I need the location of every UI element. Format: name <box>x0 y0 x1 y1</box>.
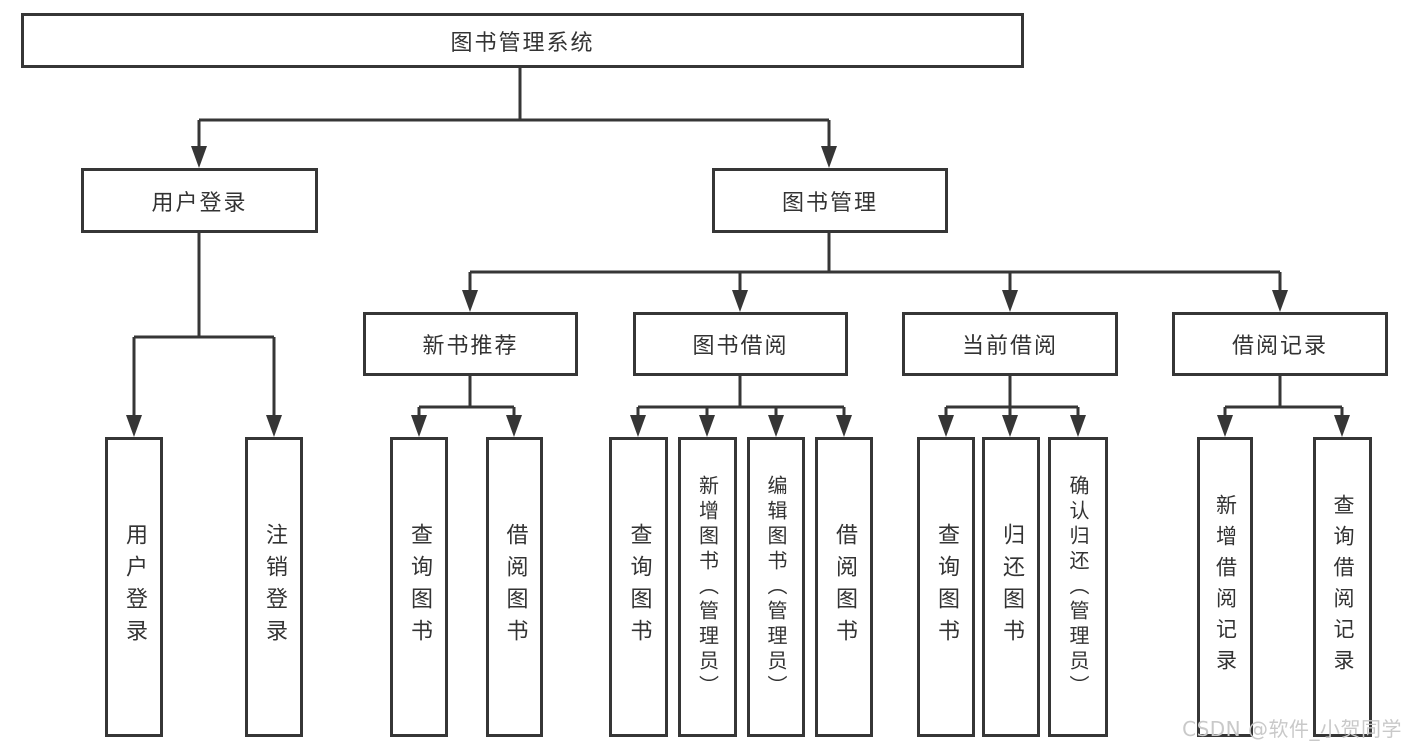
leaf-user-login-label: 用户登录 <box>122 523 147 651</box>
node-user-login: 用户登录 <box>81 168 318 233</box>
leaf-query-books-borrowing: 查询图书 <box>609 437 668 737</box>
node-book-management-label: 图书管理 <box>781 190 878 216</box>
leaf-query-books-recommend: 查询图书 <box>390 437 448 737</box>
leaf-logout: 注销登录 <box>245 437 303 737</box>
leaf-add-books-admin-label: 新增图书（管理员） <box>695 474 720 700</box>
csdn-watermark: CSDN @软件_小贺同学 <box>1182 717 1402 741</box>
leaf-add-books-admin: 新增图书（管理员） <box>678 437 737 737</box>
node-book-management: 图书管理 <box>712 168 948 233</box>
node-new-book-recommend: 新书推荐 <box>363 312 578 376</box>
leaf-edit-books-admin: 编辑图书（管理员） <box>747 437 805 737</box>
node-borrowing-records-label: 借阅记录 <box>1231 334 1328 359</box>
leaf-query-books-current: 查询图书 <box>917 437 975 737</box>
leaf-confirm-return-admin: 确认归还（管理员） <box>1048 437 1108 737</box>
leaf-borrow-books-borrowing: 借阅图书 <box>815 437 873 737</box>
leaf-edit-books-admin-label: 编辑图书（管理员） <box>764 474 788 700</box>
leaf-borrow-books-borrowing-label: 借阅图书 <box>832 523 857 651</box>
leaf-return-books-label: 归还图书 <box>999 523 1024 651</box>
leaf-confirm-return-admin-label: 确认归还（管理员） <box>1066 474 1090 700</box>
leaf-query-books-current-label: 查询图书 <box>934 523 959 651</box>
node-book-borrowing-label: 图书借阅 <box>692 334 789 359</box>
leaf-borrow-books-recommend: 借阅图书 <box>486 437 543 737</box>
leaf-query-borrow-record: 查询借阅记录 <box>1313 437 1372 737</box>
leaf-query-books-recommend-label: 查询图书 <box>407 523 432 651</box>
node-user-login-label: 用户登录 <box>151 190 248 216</box>
node-current-borrowing: 当前借阅 <box>902 312 1118 376</box>
leaf-add-borrow-record: 新增借阅记录 <box>1197 437 1253 737</box>
leaf-user-login: 用户登录 <box>105 437 163 737</box>
leaf-add-borrow-record-label: 新增借阅记录 <box>1213 494 1238 680</box>
node-borrowing-records: 借阅记录 <box>1172 312 1388 376</box>
node-root-system: 图书管理系统 <box>21 13 1024 68</box>
node-new-book-recommend-label: 新书推荐 <box>422 334 519 359</box>
leaf-query-borrow-record-label: 查询借阅记录 <box>1331 494 1355 680</box>
node-book-borrowing: 图书借阅 <box>633 312 848 376</box>
leaf-return-books: 归还图书 <box>982 437 1040 737</box>
node-root-system-label: 图书管理系统 <box>450 30 595 56</box>
leaf-logout-label: 注销登录 <box>262 523 287 651</box>
leaf-query-books-borrowing-label: 查询图书 <box>626 523 652 651</box>
node-current-borrowing-label: 当前借阅 <box>961 334 1058 359</box>
leaf-borrow-books-recommend-label: 借阅图书 <box>502 523 528 651</box>
